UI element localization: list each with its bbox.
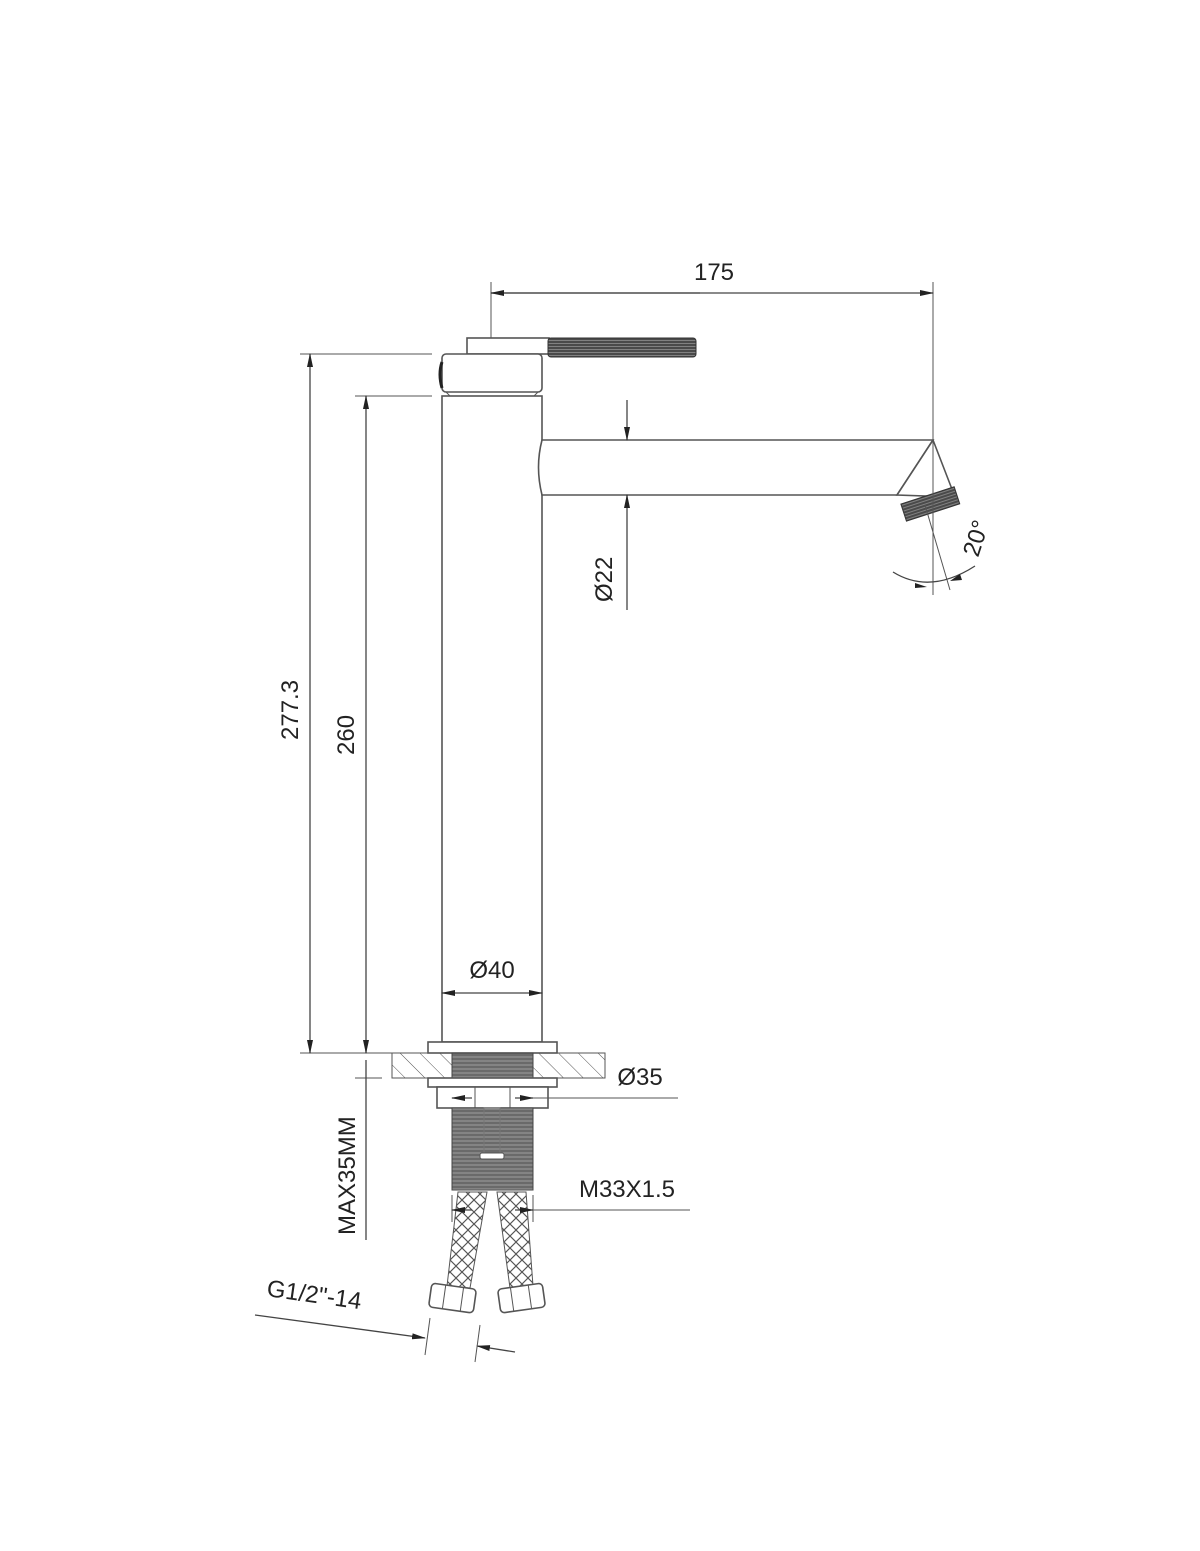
dim-body-diameter: Ø40: [441, 957, 543, 996]
dim-22-label: Ø22: [591, 557, 618, 602]
dim-thread: M33X1.5: [451, 1176, 690, 1222]
dim-277-label: 277.3: [277, 680, 304, 740]
dim-max-thickness: MAX35MM: [334, 1060, 382, 1240]
dim-total-height: 277.3: [277, 353, 440, 1054]
dim-max35-label: MAX35MM: [334, 1116, 361, 1235]
dim-40-label: Ø40: [469, 957, 514, 984]
dim-body-height: 260: [333, 395, 432, 1054]
dim-spout-reach: 175: [490, 259, 934, 440]
dim-35-label: Ø35: [617, 1064, 662, 1091]
dim-m33-label: M33X1.5: [579, 1176, 675, 1203]
faucet-body: [441, 395, 543, 1043]
dim-260-label: 260: [333, 715, 360, 755]
handle: [438, 337, 697, 397]
supply-hoses: [428, 1191, 546, 1314]
dim-175-label: 175: [694, 259, 734, 286]
dim-spout-diameter: Ø22: [591, 400, 630, 610]
angle-20-label: 20°: [958, 517, 995, 560]
lever-knurl: [547, 337, 697, 358]
dim-hose-connection: G1/2"-14: [254, 1275, 516, 1363]
mounting-assembly: [391, 1041, 606, 1191]
dim-hole-diameter: Ø35: [451, 1064, 678, 1101]
dim-g12-label: G1/2"-14: [265, 1275, 363, 1315]
